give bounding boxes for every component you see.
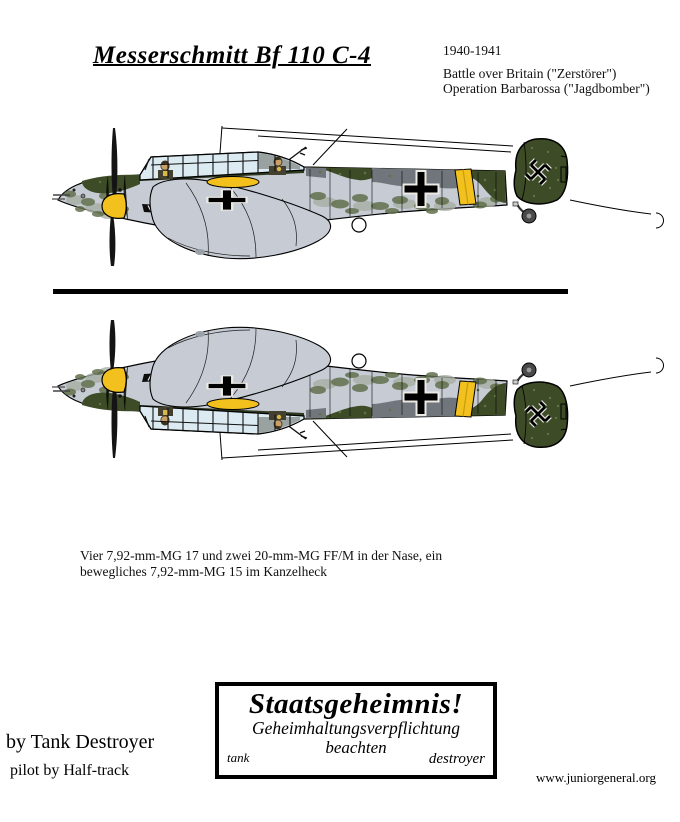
tail-marking — [524, 158, 552, 186]
propeller — [101, 128, 127, 266]
canopy — [139, 151, 305, 181]
credit-author: by Tank Destroyer — [6, 731, 155, 753]
stamp-destroyer: destroyer — [428, 751, 485, 767]
yellow-fuselage-band — [454, 168, 477, 206]
page-title: Messerschmitt Bf 110 C-4 — [93, 42, 371, 69]
stamp-obligation-line: Geheimhaltungsverpflichtung — [251, 718, 461, 738]
secrecy-stamp-box: Staatsgeheimnis! Geheimhaltungsverpflich… — [215, 682, 497, 779]
campaign-line-2: Operation Barbarossa ("Jagdbomber") — [443, 81, 650, 96]
spinner — [101, 193, 127, 219]
armament-line-1: Vier 7,92-mm-MG 17 und zwei 20-mm-MG FF/… — [80, 548, 443, 563]
campaign-line-1: Battle over Britain ("Zerstörer") — [443, 65, 617, 81]
gunner-figure — [269, 156, 286, 175]
armament-line-2: bewegliches 7,92-mm-MG 15 im Kanzelheck — [80, 564, 328, 579]
wing-root-fairing-yellow — [206, 176, 260, 188]
aircraft-profile-bottom-mirrored — [50, 316, 670, 476]
fold-divider-line — [53, 289, 568, 294]
canopy-frames — [144, 152, 291, 180]
stamp-headline: Staatsgeheimnis! — [248, 688, 464, 720]
website-url: www.juniorgeneral.org — [536, 770, 656, 785]
tail-wheel — [512, 201, 537, 224]
underwing-cross-marking — [206, 189, 248, 211]
info-block: 1940-1941 Battle over Britain ("Zerstöre… — [443, 43, 650, 97]
tail-fin — [513, 137, 569, 205]
gray-panel-patch — [372, 168, 457, 189]
credit-pilot: pilot by Half-track — [10, 762, 130, 779]
stamp-beachten: beachten — [325, 738, 387, 757]
fuselage-cross-marking — [402, 170, 440, 208]
aircraft-profile-top — [52, 125, 664, 266]
stamp-tank: tank — [227, 750, 250, 765]
armament-note: Vier 7,92-mm-MG 17 und zwei 20-mm-MG FF/… — [80, 548, 510, 580]
gray-panel-small — [306, 168, 326, 178]
nose-guns — [52, 188, 122, 200]
service-period: 1940-1941 — [443, 43, 502, 58]
